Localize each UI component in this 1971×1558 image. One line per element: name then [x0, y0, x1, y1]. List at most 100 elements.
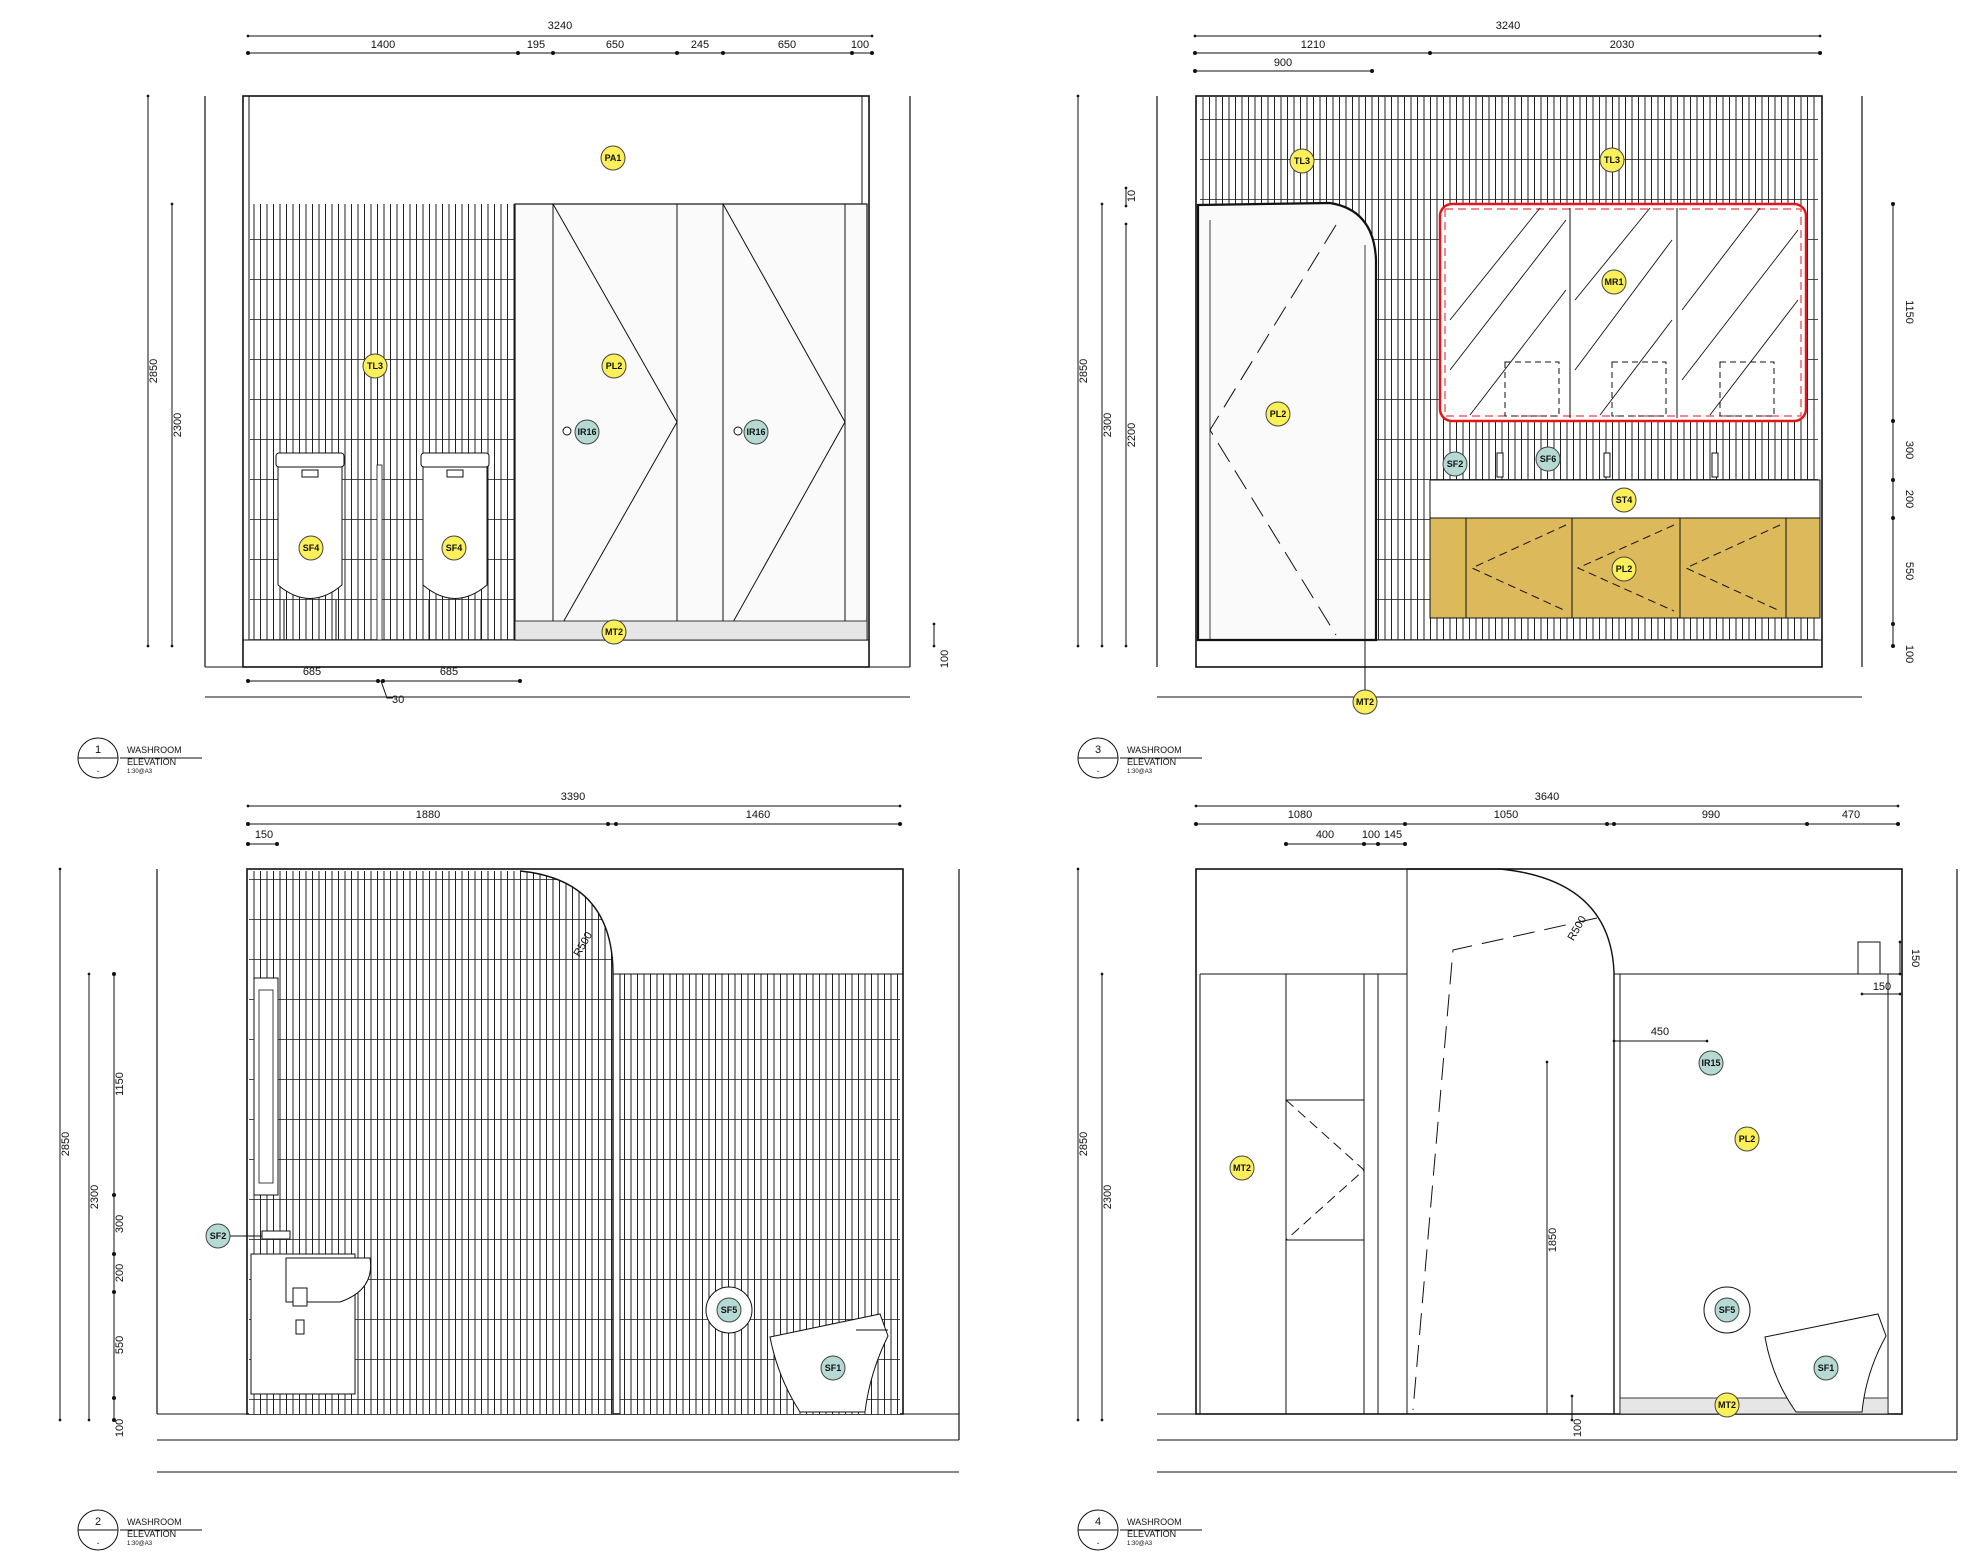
dim-650a: 650	[606, 39, 624, 51]
dim-100-4: 100	[1362, 829, 1380, 841]
tag-pl2-a: PL2	[1265, 401, 1291, 427]
dim-685b: 685	[440, 666, 458, 678]
tag-ir16-b: IR16	[743, 419, 769, 445]
dim-2300: 2300	[172, 413, 184, 437]
elevation-1: 3240 1400 195 650 245 650 100 2850 2300 …	[77, 20, 951, 779]
tag-mt2: MT2	[601, 619, 627, 645]
dim-990: 990	[1702, 809, 1720, 821]
dim-2300-2: 2300	[89, 1185, 101, 1209]
tag-sf1-4: SF1	[1813, 1355, 1839, 1381]
view-scale-4: 1:30@A3	[1127, 1541, 1153, 1547]
svg-text:IR15: IR15	[1701, 1058, 1720, 1068]
svg-text:MT2: MT2	[1233, 1163, 1251, 1173]
dim-470: 470	[1842, 809, 1860, 821]
tag-sf5-4: SF5	[1714, 1297, 1740, 1323]
view-subtitle-1: ELEVATION	[127, 757, 176, 767]
dim-100-4b: 100	[1572, 1419, 1584, 1437]
svg-text:MT2: MT2	[605, 627, 623, 637]
svg-text:PL2: PL2	[1616, 564, 1633, 574]
urinal-1	[275, 452, 345, 640]
dim-1400: 1400	[371, 39, 395, 51]
dim-1150-2: 1150	[114, 1072, 126, 1096]
dim-overall: 3240	[548, 20, 572, 32]
dim-400: 400	[1316, 829, 1334, 841]
dim-2300-4: 2300	[1102, 1185, 1114, 1209]
tag-pa1: PA1	[600, 145, 626, 171]
svg-text:MR1: MR1	[1604, 277, 1623, 287]
tag-sf4-b: SF4	[441, 535, 467, 561]
tag-ir15: IR15	[1698, 1050, 1724, 1076]
svg-text:SF5: SF5	[1719, 1305, 1736, 1315]
dim-2850-2: 2850	[60, 1132, 72, 1156]
dim-200-3: 200	[1903, 490, 1915, 508]
dim-245: 245	[691, 39, 709, 51]
view-subtitle-3: ELEVATION	[1127, 757, 1176, 767]
view-scale-2: 1:30@A3	[127, 1541, 153, 1547]
tag-mt2-4b: MT2	[1714, 1392, 1740, 1418]
view-subtitle-2: ELEVATION	[127, 1529, 176, 1539]
tag-sf6: SF6	[1535, 446, 1561, 472]
room-outline-3	[1195, 95, 1823, 668]
svg-text:MT2: MT2	[1718, 1400, 1736, 1410]
view-number-2: 2	[95, 1516, 101, 1528]
svg-text:TL3: TL3	[367, 361, 383, 371]
title-block-3: 3 . WASHROOM ELEVATION 1:30@A3	[1077, 737, 1202, 779]
svg-text:TL3: TL3	[1294, 156, 1310, 166]
basin-profile	[250, 1230, 372, 1395]
svg-text:IR16: IR16	[746, 427, 765, 437]
svg-text:SF2: SF2	[1447, 459, 1464, 469]
tag-tl3: TL3	[362, 353, 388, 379]
dim-2850-3: 2850	[1078, 359, 1090, 383]
tag-st4: ST4	[1611, 487, 1637, 513]
dim-kick-100: 100	[939, 650, 951, 668]
tag-mr1: MR1	[1601, 269, 1627, 295]
dim-900: 900	[1274, 57, 1292, 69]
tag-ir16-a: IR16	[574, 419, 600, 445]
title-block-2: 2 . WASHROOM ELEVATION 1:30@A3	[77, 1509, 202, 1551]
dim-overall-2: 3390	[561, 791, 585, 803]
dim-1080: 1080	[1288, 809, 1312, 821]
mirror-profile	[253, 977, 279, 1196]
view-title-4: WASHROOM	[1127, 1517, 1182, 1527]
dim-300-2: 300	[114, 1215, 126, 1233]
dim-685a: 685	[303, 666, 321, 678]
radius-label-4: R500	[1566, 914, 1590, 943]
view-title-2: WASHROOM	[127, 1517, 182, 1527]
dim-150-4b: 150	[1873, 981, 1891, 993]
dim-1150-3: 1150	[1903, 300, 1915, 324]
svg-text:TL3: TL3	[1604, 155, 1620, 165]
dim-2300-3: 2300	[1102, 413, 1114, 437]
dim-10: 10	[1126, 190, 1138, 202]
elevation-2: 3390 1880 1460 150 R500 2850 2300 1150 3…	[58, 791, 960, 1551]
sheet-ref-2: .	[96, 1535, 99, 1547]
elevation-4: 3640 1080 1050 990 470 400 100 145 R500 …	[1076, 791, 1958, 1551]
dim-2850-4: 2850	[1078, 1132, 1090, 1156]
dim-30: 30	[392, 694, 404, 706]
dim-650b: 650	[778, 39, 796, 51]
tag-tl3-a: TL3	[1289, 148, 1315, 174]
svg-text:SF4: SF4	[303, 543, 320, 553]
tag-sf4-a: SF4	[298, 535, 324, 561]
svg-text:SF2: SF2	[210, 1231, 227, 1241]
urinal-2	[376, 452, 490, 641]
dim-100-3: 100	[1903, 645, 1915, 663]
svg-text:SF1: SF1	[1818, 1363, 1835, 1373]
mirror-outline	[1438, 202, 1808, 423]
dim-195: 195	[527, 39, 545, 51]
dim-2030: 2030	[1610, 39, 1634, 51]
sheet-ref-1: .	[96, 763, 99, 775]
view-number-4: 4	[1095, 1516, 1101, 1528]
dim-145: 145	[1384, 829, 1402, 841]
svg-text:ST4: ST4	[1616, 495, 1633, 505]
dim-200-2: 200	[114, 1264, 126, 1282]
tag-mt2-4a: MT2	[1229, 1155, 1255, 1181]
view-title-1: WASHROOM	[127, 745, 182, 755]
svg-text:PL2: PL2	[1739, 1134, 1756, 1144]
elevation-3: 3240 1210 2030 900 2850 2300 2200 10 115…	[1076, 20, 1915, 779]
title-block-1: 1 . WASHROOM ELEVATION 1:30@A3	[77, 737, 202, 779]
dim-450: 450	[1651, 1026, 1669, 1038]
tag-pl2-b: PL2	[1611, 556, 1637, 582]
tag-pl2-4: PL2	[1734, 1126, 1760, 1152]
dim-2850: 2850	[148, 359, 160, 383]
tag-sf2: SF2	[1442, 451, 1468, 477]
